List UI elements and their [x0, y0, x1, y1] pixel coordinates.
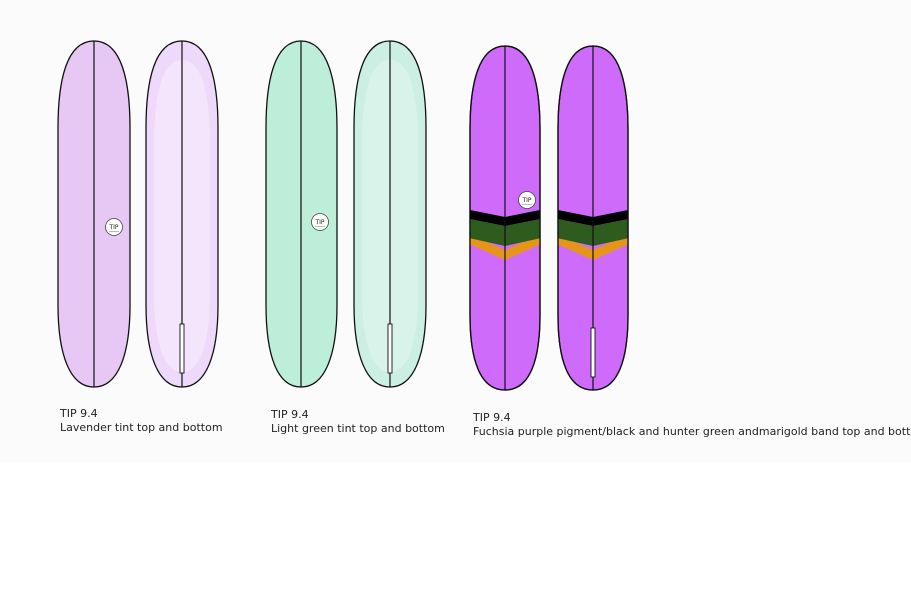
caption-2-model: TIP 9.4: [271, 408, 309, 421]
board-3-fin-box: [590, 327, 596, 378]
board-2-top: TIP: [265, 40, 338, 388]
board-1-logo-icon: TIP: [105, 218, 123, 236]
svg-text:TIP: TIP: [314, 219, 324, 226]
caption-1-description: Lavender tint top and bottom: [60, 421, 223, 434]
board-2-bottom: [353, 40, 427, 388]
board-1-fin-box: [179, 323, 185, 374]
board-3-logo-icon: TIP: [518, 191, 536, 209]
board-3-bottom: [557, 45, 629, 391]
caption-2-description: Light green tint top and bottom: [271, 422, 445, 435]
caption-3-description: Fuchsia purple pigment/black and hunter …: [473, 425, 911, 438]
board-2-logo-icon: TIP: [311, 213, 329, 231]
caption-3: TIP 9.4 Fuchsia purple pigment/black and…: [473, 411, 911, 439]
board-1-top: TIP: [57, 40, 131, 388]
svg-text:TIP: TIP: [521, 197, 531, 204]
board-3-top: TIP: [469, 45, 541, 391]
caption-3-model: TIP 9.4: [473, 411, 511, 424]
svg-text:TIP: TIP: [108, 224, 118, 231]
caption-1-model: TIP 9.4: [60, 407, 98, 420]
board-2-fin-box: [387, 323, 393, 374]
board-1-bottom: [145, 40, 219, 388]
caption-1: TIP 9.4 Lavender tint top and bottom: [60, 407, 223, 435]
caption-2: TIP 9.4 Light green tint top and bottom: [271, 408, 445, 436]
